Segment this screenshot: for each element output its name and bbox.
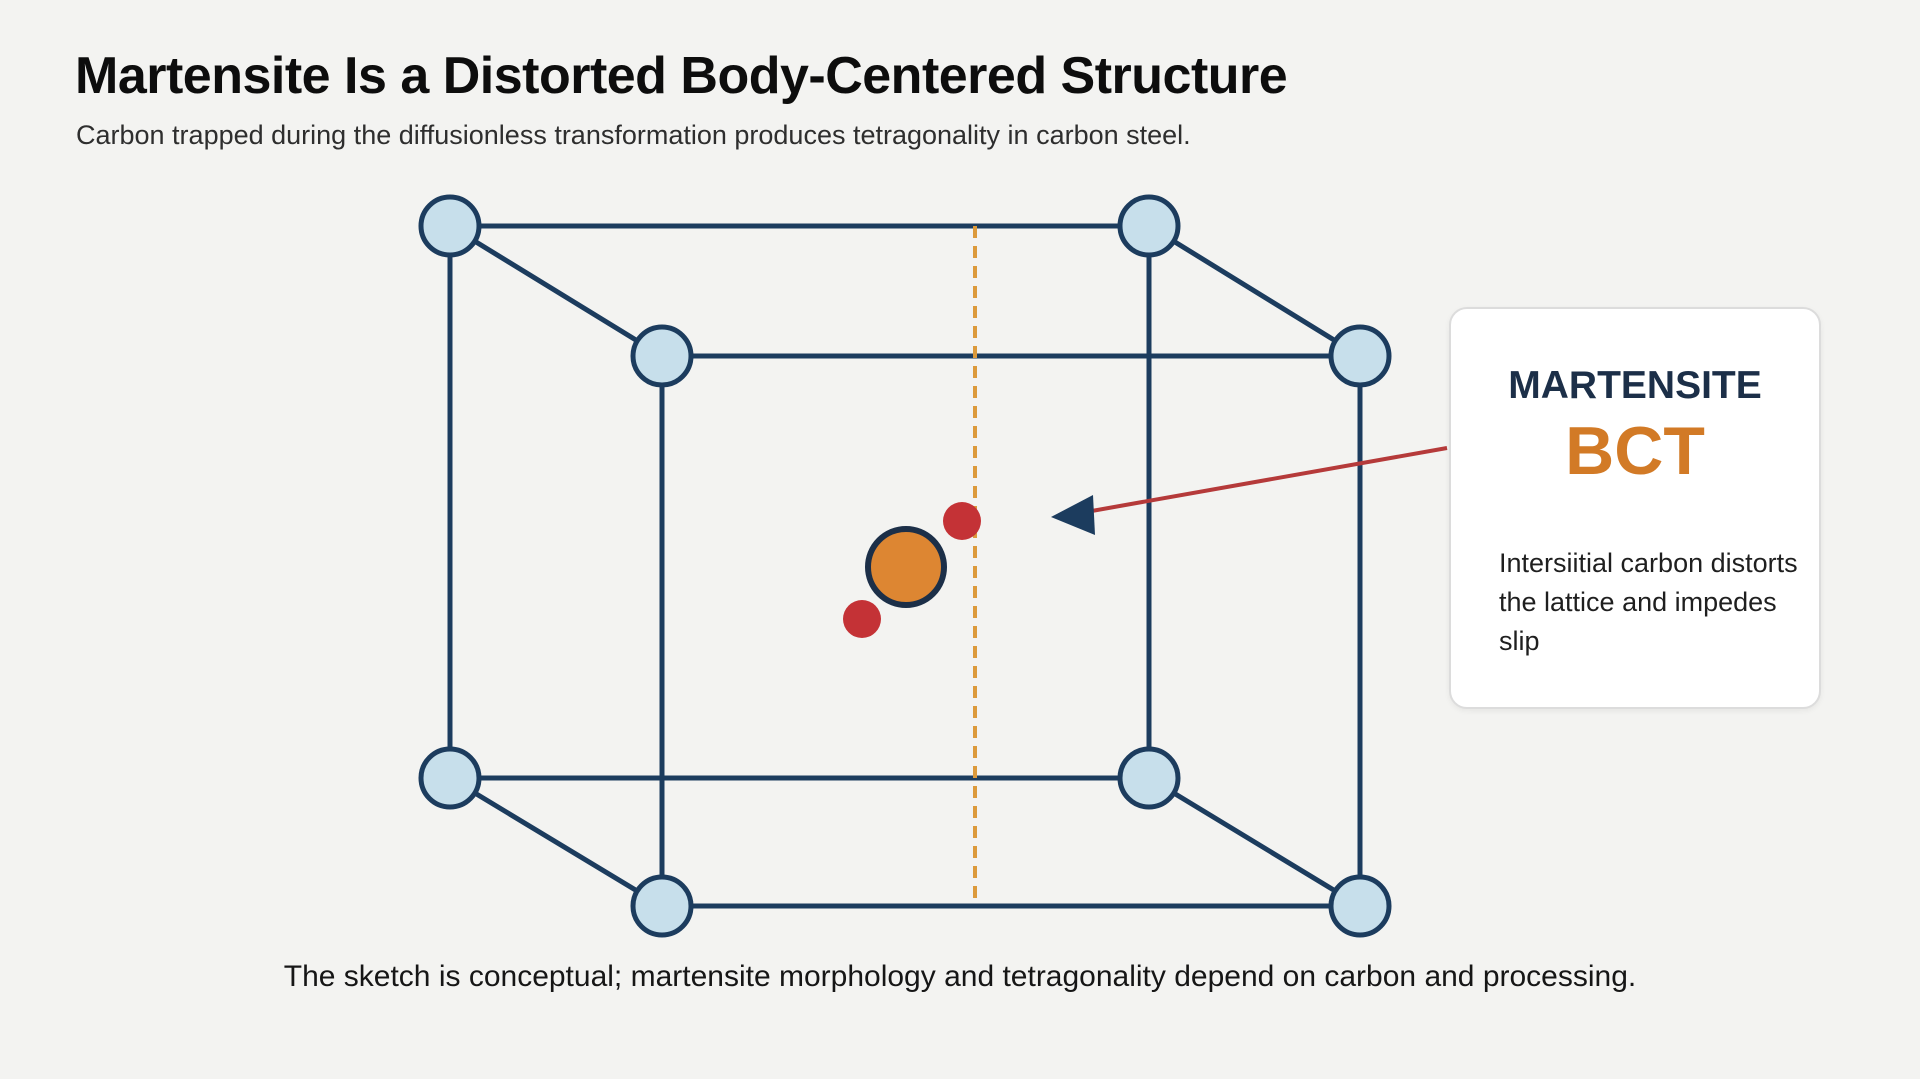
center-iron-atom — [865, 526, 947, 608]
corner-atom — [418, 746, 482, 810]
corner-atom — [1117, 194, 1181, 258]
corner-atom — [630, 874, 694, 938]
page-title: Martensite Is a Distorted Body-Centered … — [75, 47, 1288, 105]
lattice-edges — [447, 223, 1363, 909]
edge-depth-top-right — [1146, 223, 1363, 359]
corner-atom — [1117, 746, 1181, 810]
corner-atoms — [418, 194, 1392, 938]
corner-atom — [1328, 874, 1392, 938]
edge-depth-bottom-left — [447, 775, 665, 909]
edge-depth-top-left — [447, 223, 665, 359]
diagram-caption: The sketch is conceptual; martensite mor… — [283, 960, 1637, 993]
carbon-atom — [943, 502, 981, 540]
corner-atom — [630, 324, 694, 388]
callout-label: MARTENSITE — [1508, 364, 1762, 407]
callout-acronym: BCT — [1565, 413, 1705, 489]
callout-box: MARTENSITE BCT Intersiitial carbon disto… — [1449, 307, 1821, 709]
callout-note: Intersiitial carbon distorts the lattice… — [1499, 548, 1798, 656]
page-subtitle: Carbon trapped during the diffusionless … — [76, 120, 1191, 150]
corner-atom — [1328, 324, 1392, 388]
pointer-arrowhead-icon — [1051, 495, 1095, 535]
corner-atom — [418, 194, 482, 258]
edge-depth-bottom-right — [1146, 775, 1363, 909]
callout-leader-line — [1085, 446, 1448, 514]
carbon-atom — [843, 600, 881, 638]
